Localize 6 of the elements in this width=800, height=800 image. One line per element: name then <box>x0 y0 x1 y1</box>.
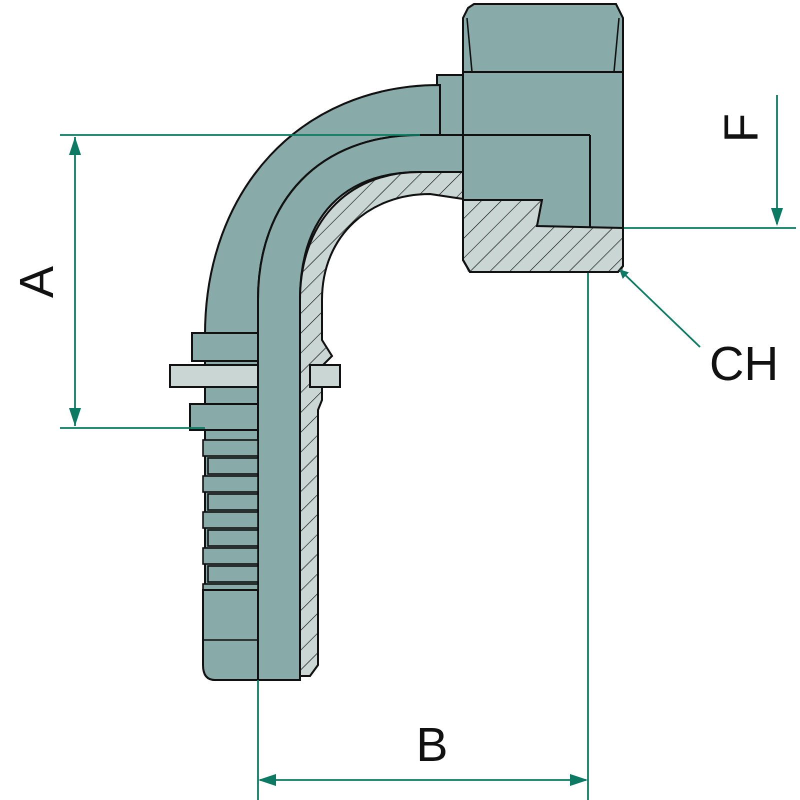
hex-nut-drawing <box>462 2 624 274</box>
leader-line <box>619 269 701 348</box>
dimension-label: CH <box>709 341 779 389</box>
dimension-label: B <box>416 722 448 770</box>
dimension-label: F <box>718 113 767 143</box>
dimension-label: A <box>14 266 62 298</box>
